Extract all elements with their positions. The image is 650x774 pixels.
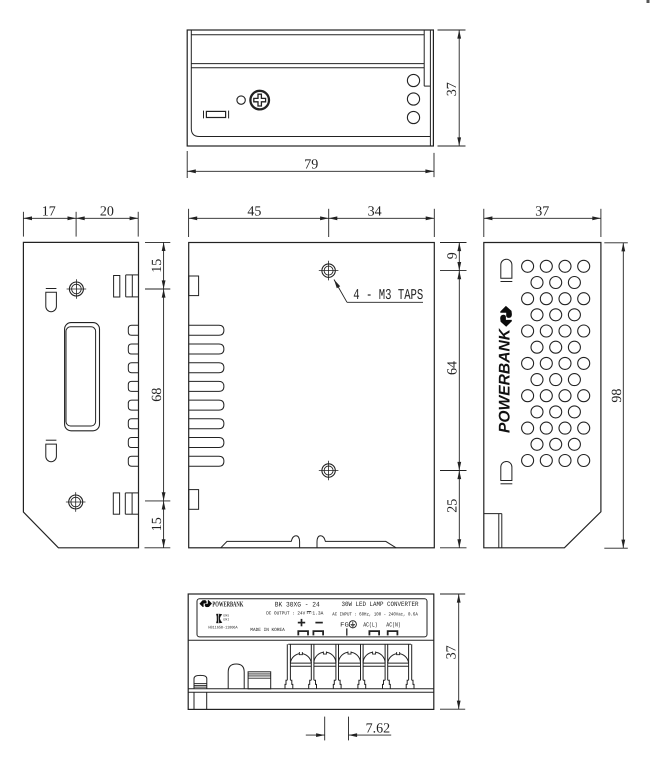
svg-text:37: 37	[445, 82, 460, 96]
svg-text:15: 15	[150, 259, 165, 273]
svg-text:POWERBANK: POWERBANK	[497, 327, 514, 433]
svg-text:POWERBANK: POWERBANK	[212, 599, 243, 608]
svg-text:64: 64	[445, 361, 460, 375]
svg-text:15: 15	[150, 517, 165, 531]
svg-text:AC(N): AC(N)	[386, 621, 401, 628]
svg-text:34: 34	[368, 204, 382, 219]
svg-text:BK 30XG - 24: BK 30XG - 24	[275, 602, 320, 610]
svg-text:45: 45	[247, 204, 261, 219]
svg-text:EMI: EMI	[223, 617, 229, 621]
svg-text:37: 37	[445, 645, 460, 659]
svg-text:79: 79	[304, 157, 318, 172]
svg-text:AC INPUT : 60Hz, 100 - 240Vac,: AC INPUT : 60Hz, 100 - 240Vac, 0.6A	[332, 611, 418, 617]
svg-text:HB11650-11006A: HB11650-11006A	[208, 626, 238, 631]
svg-text:20: 20	[100, 204, 114, 219]
svg-text:DC OUTPUT : 24V: DC OUTPUT : 24V	[266, 611, 305, 617]
svg-text:17: 17	[42, 204, 56, 219]
svg-text:AC(L): AC(L)	[363, 621, 377, 628]
svg-text:25: 25	[445, 499, 460, 513]
svg-text:FG: FG	[340, 621, 349, 628]
svg-text:MADE IN KOREA: MADE IN KOREA	[250, 627, 285, 633]
svg-text:98: 98	[610, 389, 625, 403]
svg-text:7.62: 7.62	[366, 722, 391, 737]
svg-text:4 - M3 TAPS: 4 - M3 TAPS	[353, 287, 423, 304]
svg-text:9: 9	[445, 252, 460, 259]
svg-text:30W LED LAMP CONVERTER: 30W LED LAMP CONVERTER	[342, 601, 419, 608]
svg-text:37: 37	[535, 204, 549, 219]
svg-text:68: 68	[150, 388, 165, 402]
svg-text:EMS: EMS	[223, 614, 229, 618]
svg-text:1.3A: 1.3A	[312, 611, 323, 617]
